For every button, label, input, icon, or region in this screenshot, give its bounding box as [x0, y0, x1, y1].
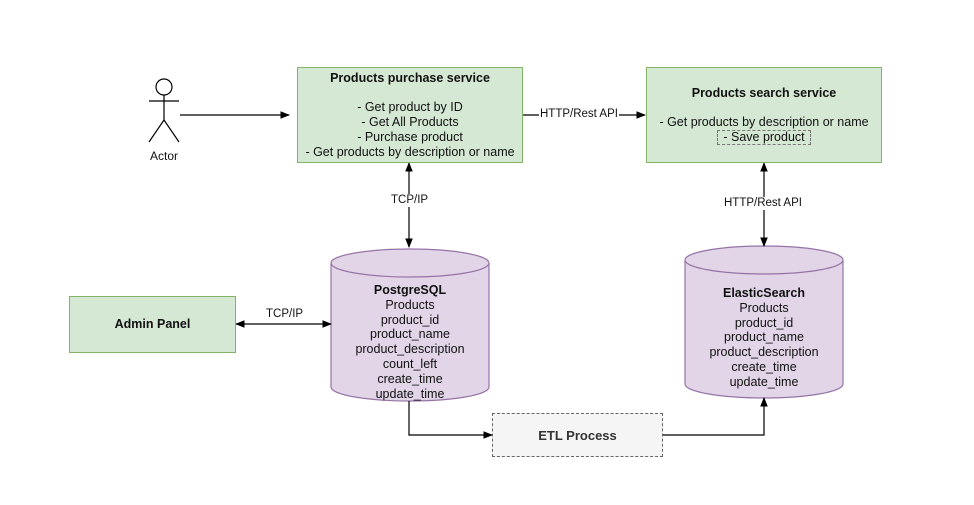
elastic-line: Products	[739, 300, 789, 315]
postgres-title: PostgreSQL	[373, 283, 447, 297]
postgres-line: update_time	[375, 386, 445, 401]
etl-process-title: ETL Process	[538, 427, 617, 443]
elastic-line: product_description	[709, 345, 819, 360]
purchase-service-box[interactable]: Products purchase service - Get product …	[297, 67, 523, 163]
elastic-line: product_name	[724, 330, 804, 345]
edge-label-purchase-postgres: TCP/IP	[390, 194, 430, 207]
actor-icon	[148, 78, 180, 143]
search-service-line: - Save product	[717, 129, 811, 145]
elastic-text: ElasticSearch Products product_id produc…	[685, 286, 843, 390]
purchase-service-line: - Get product by ID	[357, 99, 463, 114]
actor-label: Actor	[149, 149, 180, 163]
save-product-text: - Save product	[723, 129, 805, 144]
postgres-line: product_id	[380, 312, 440, 327]
edge-label-purchase-search: HTTP/Rest API	[539, 108, 619, 121]
elastic-line: create_time	[731, 359, 797, 374]
search-service-box[interactable]: Products search service - Get products b…	[646, 67, 882, 163]
postgres-line: Products	[385, 297, 435, 312]
postgres-line: product_name	[370, 327, 450, 342]
edge-etl-to-elastic	[663, 397, 768, 436]
purchase-service-title: Products purchase service	[330, 70, 490, 85]
admin-panel-title: Admin Panel	[114, 317, 191, 331]
elastic-title: ElasticSearch	[723, 286, 805, 300]
elastic-line: update_time	[729, 374, 799, 389]
postgres-cylinder	[330, 248, 490, 402]
search-service-title: Products search service	[691, 85, 837, 100]
admin-panel-box[interactable]: Admin Panel	[69, 296, 236, 353]
purchase-service-line: - Get All Products	[361, 114, 459, 129]
edge-postgres-to-etl	[408, 401, 493, 439]
postgres-line: product_description	[355, 342, 465, 357]
edge-label-search-elastic: HTTP/Rest API	[723, 197, 803, 210]
edge-label-admin-postgres: TCP/IP	[265, 308, 305, 321]
elastic-line: product_id	[734, 315, 794, 330]
postgres-line: create_time	[377, 371, 443, 386]
purchase-service-line: - Get products by description or name	[305, 144, 515, 159]
search-service-line: - Get products by description or name	[659, 114, 869, 129]
etl-process-box[interactable]: ETL Process	[492, 413, 663, 457]
purchase-service-line: - Purchase product	[357, 129, 463, 144]
elastic-cylinder	[684, 245, 844, 399]
postgres-line: count_left	[382, 356, 438, 371]
postgres-text: PostgreSQL Products product_id product_n…	[331, 283, 489, 401]
